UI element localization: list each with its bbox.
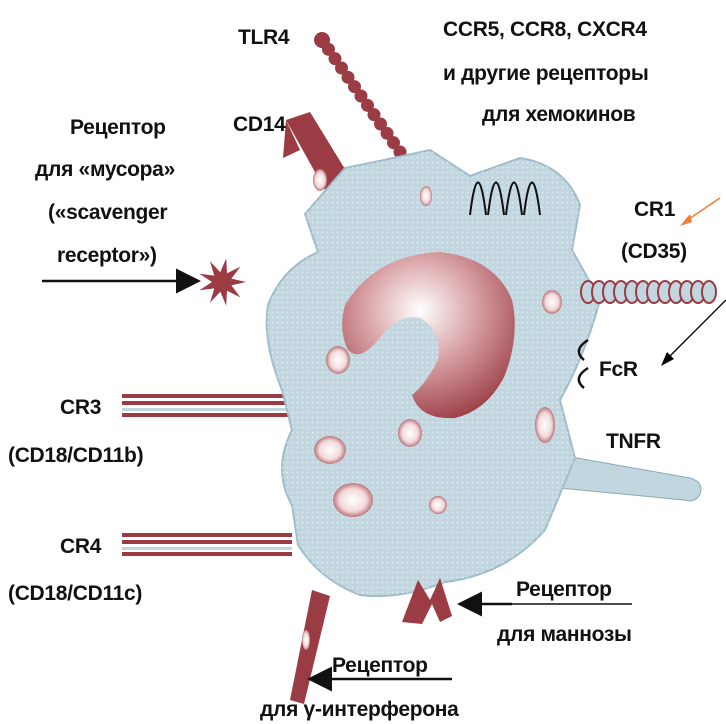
label-scavenger-line1: Рецептор [70,116,166,139]
label-mannose-line2: для маннозы [497,623,632,646]
label-ifn-line2: для γ-интерферона [260,698,459,721]
cr1-coil-loop [702,281,716,303]
label-tnfr: TNFR [606,430,661,453]
label-cd35: (CD35) [621,240,687,263]
ifn-gamma-receptor [290,590,330,704]
black-annotation-arrow [668,300,726,358]
label-scavenger-line3: («scavenger [48,201,167,224]
cr1-receptor [581,281,716,303]
scavenger-receptor [199,258,246,305]
label-cd14: CD14 [233,113,286,136]
label-chemokine-line3: для хемокинов [482,103,636,126]
label-cr4: CR4 [60,535,102,558]
label-ifn-line1: Рецептор [332,654,428,677]
cr3-receptor [122,394,292,417]
label-cr1: CR1 [634,198,676,221]
label-cd18-cd11c: (CD18/CD11c) [8,582,142,605]
annotation-arrows [661,198,726,366]
label-tlr4: TLR4 [238,26,290,49]
label-scavenger-line4: receptor») [57,244,157,267]
label-cr3: CR3 [60,396,101,419]
label-chemokine-line2: и другие рецепторы [443,62,648,85]
label-mannose-line1: Рецептор [516,578,612,601]
orange-annotation-arrow [686,198,720,221]
tlr4-receptor [314,32,407,159]
cr4-receptor [122,533,292,556]
label-chemokine-line1: CCR5, CCR8, CXCR4 [443,18,647,41]
label-cd18-cd11b: (CD18/CD11b) [8,444,143,467]
label-scavenger-line2: для «мусора» [35,158,175,181]
label-fcr: FcR [599,358,638,381]
tnfr-receptor [560,455,701,501]
